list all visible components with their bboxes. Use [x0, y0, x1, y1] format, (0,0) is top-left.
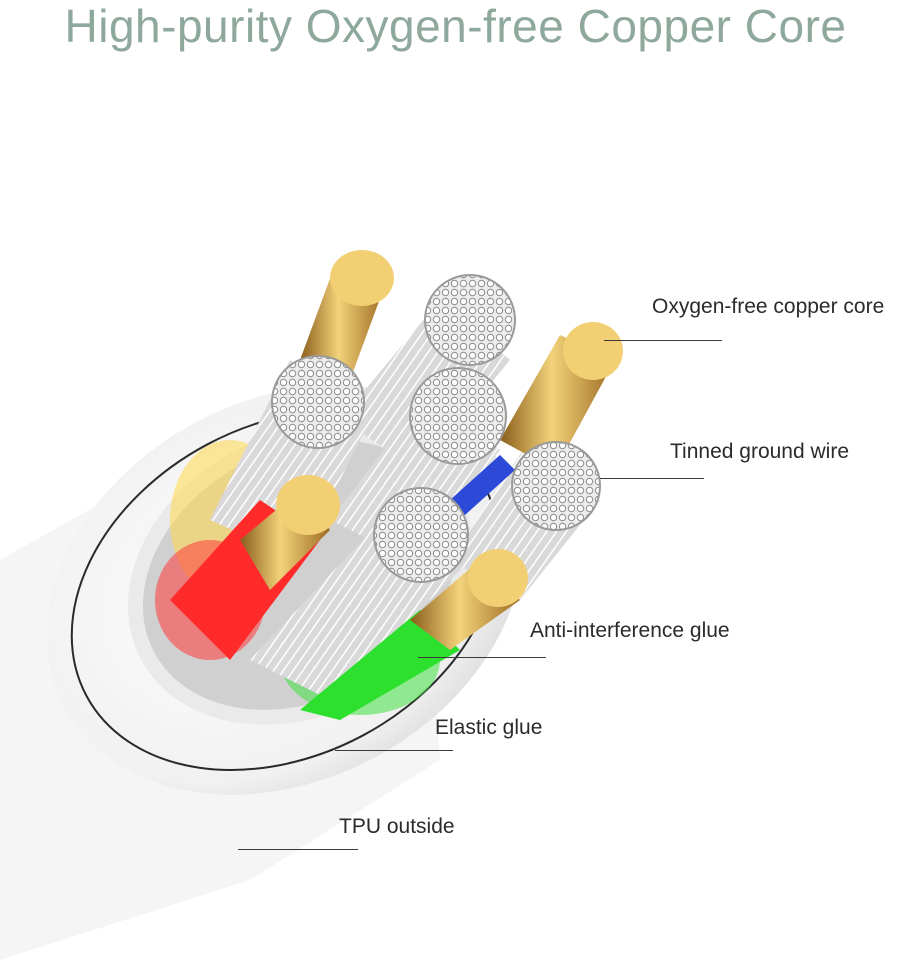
leader-line-ground-wire — [600, 478, 704, 479]
tinned-strand-center — [409, 367, 507, 465]
tinned-strand-left — [271, 355, 365, 449]
leader-line-anti-interference — [418, 657, 546, 658]
callout-ground-wire: Tinned ground wire — [670, 440, 849, 463]
callout-anti-interference: Anti-interference glue — [530, 619, 730, 642]
tinned-strand-top — [424, 274, 516, 366]
copper-conductor-top — [300, 250, 394, 380]
tinned-strand-bottom — [373, 487, 469, 583]
blue-wire — [450, 455, 515, 515]
leader-line-tpu — [238, 849, 358, 850]
page-title: High-purity Oxygen-free Copper Core — [64, 0, 847, 52]
callout-elastic-glue: Elastic glue — [435, 716, 543, 739]
tinned-strand-right — [511, 441, 601, 531]
leader-line-elastic-glue — [335, 750, 453, 751]
red-wire — [170, 475, 340, 660]
copper-conductor-right — [500, 322, 623, 470]
callout-copper-core: Oxygen-free copper core — [652, 295, 885, 318]
green-wire — [300, 549, 528, 720]
callout-tpu-outside: TPU outside — [339, 815, 455, 838]
leader-line-copper-core — [604, 340, 722, 341]
